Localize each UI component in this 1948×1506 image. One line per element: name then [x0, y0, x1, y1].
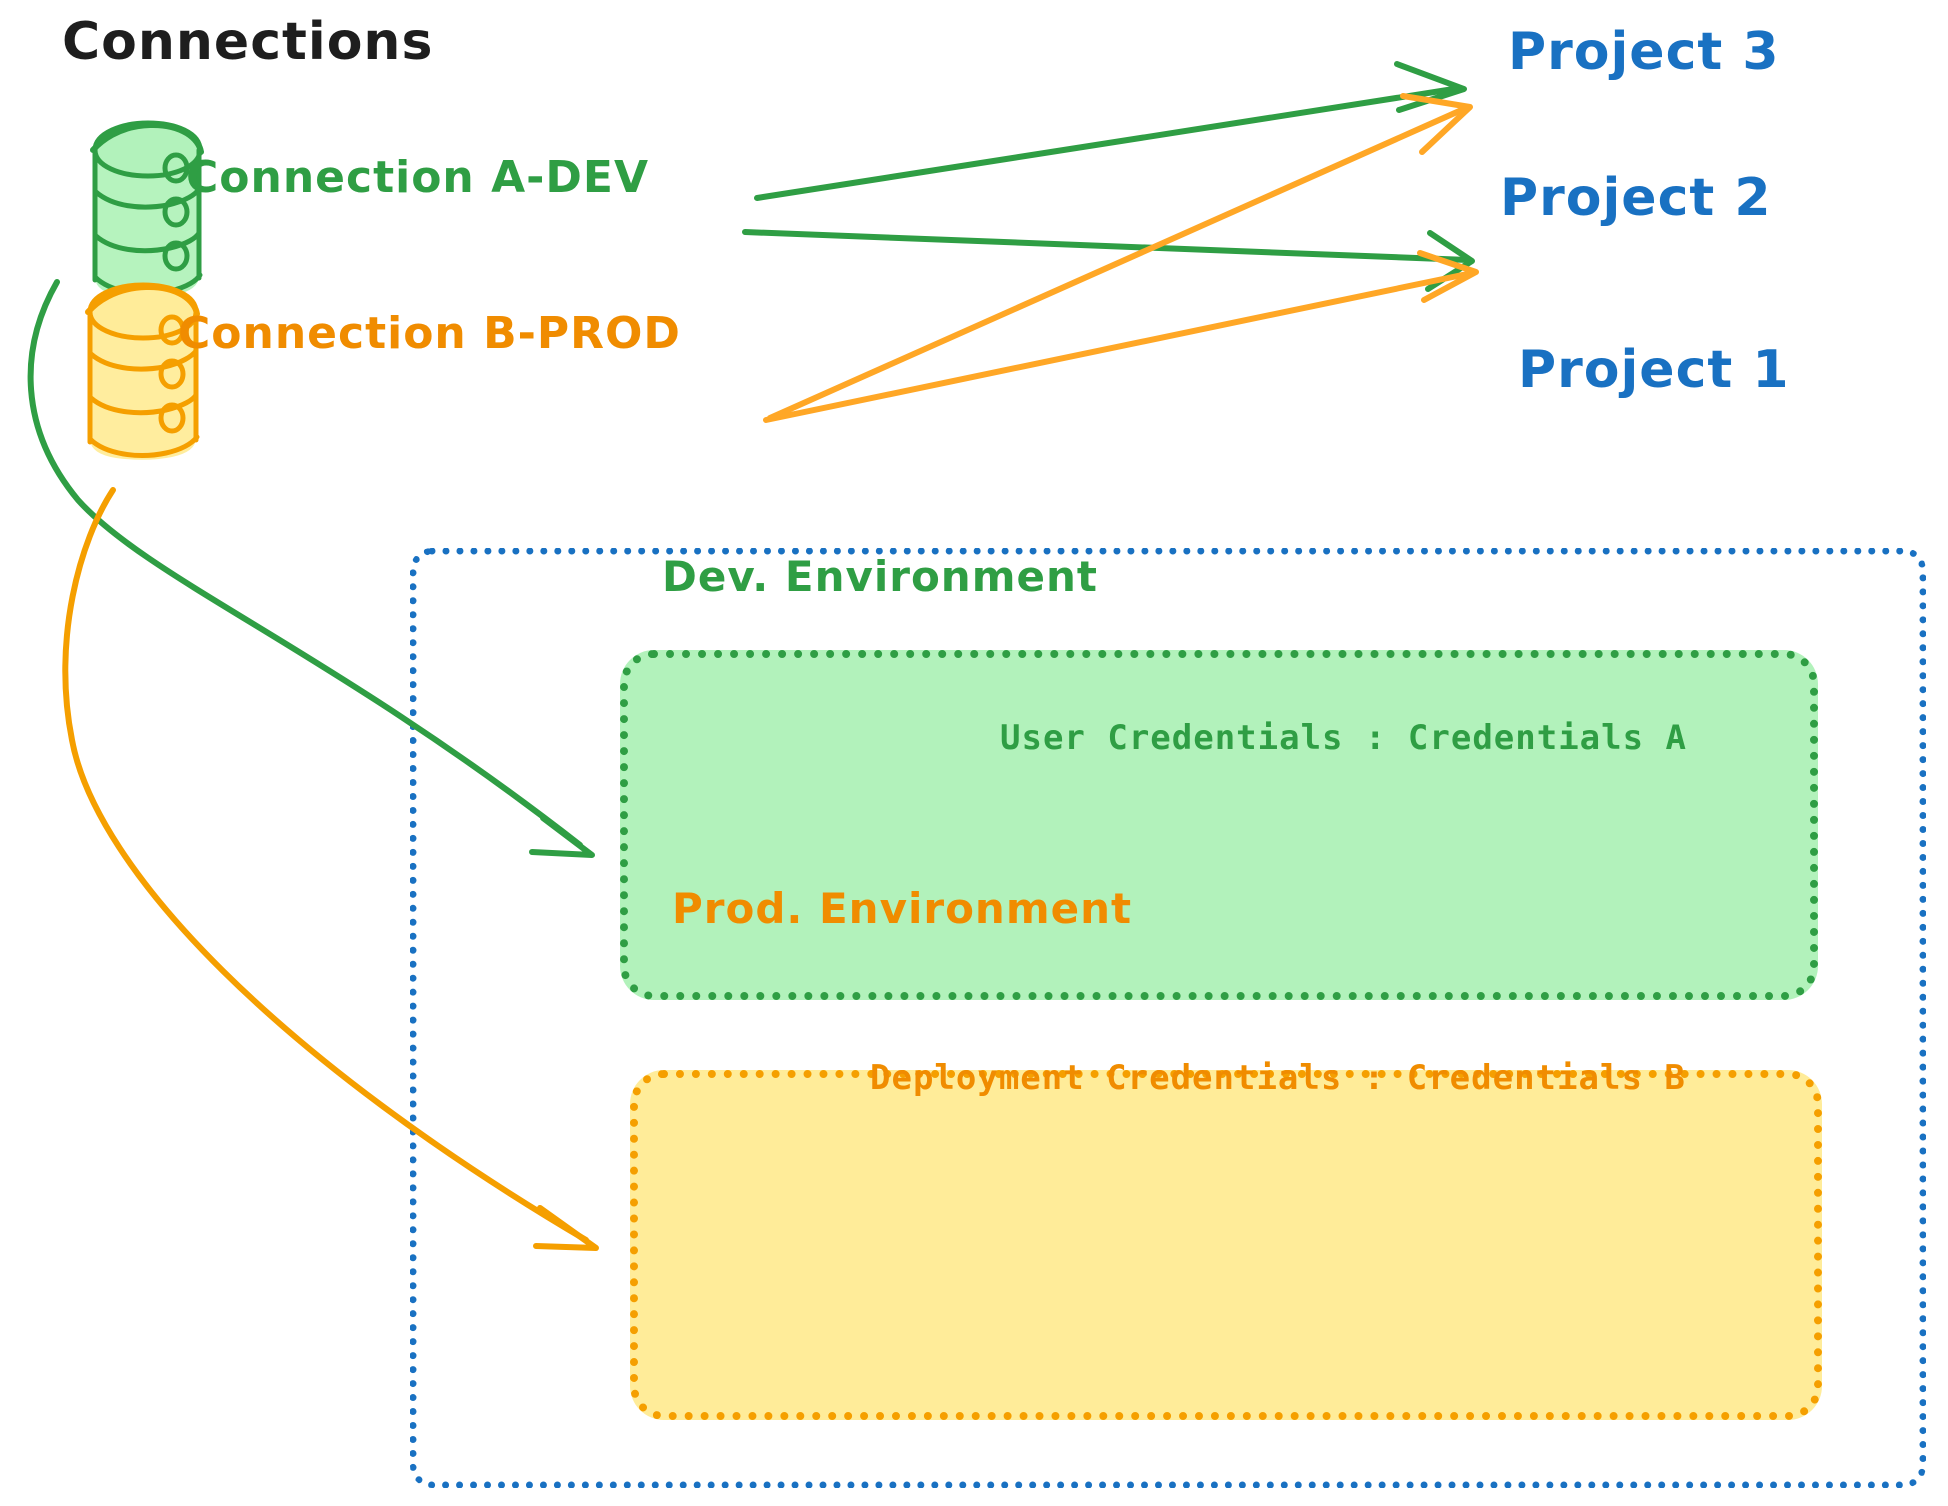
database-cylinder-icon-green[interactable] — [90, 120, 204, 298]
arrow-b-prod-to-project-3 — [767, 93, 1473, 421]
dev-environment-credentials: User Credentials : Credentials A — [1000, 718, 1688, 758]
arrow-a-dev-to-project-2 — [742, 229, 1475, 292]
arrow-b-prod-to-project-2 — [763, 250, 1479, 423]
project-1-label[interactable]: Project 1 — [1518, 340, 1790, 400]
prod-environment-title: Prod. Environment — [672, 884, 1133, 933]
dev-environment-box[interactable] — [620, 650, 1818, 1000]
arrow-a-dev-to-dev-environment — [27, 279, 595, 858]
connection-a-dev-label[interactable]: Connection A-DEV — [186, 152, 650, 203]
connection-b-prod-label[interactable]: Connection B-PROD — [178, 308, 681, 359]
project-1-container — [410, 548, 1926, 1488]
prod-environment-credentials: Deployment Credentials : Credentials B — [870, 1058, 1686, 1098]
dev-environment-title: Dev. Environment — [662, 552, 1098, 601]
arrow-a-dev-to-project-3 — [754, 61, 1467, 201]
database-cylinder-icon-orange[interactable] — [85, 282, 200, 460]
arrow-b-prod-to-prod-environment — [62, 487, 599, 1251]
page-title: Connections — [62, 12, 434, 72]
project-2-label[interactable]: Project 2 — [1500, 168, 1772, 228]
project-3-label[interactable]: Project 3 — [1508, 22, 1780, 82]
prod-environment-box[interactable] — [630, 1070, 1822, 1420]
